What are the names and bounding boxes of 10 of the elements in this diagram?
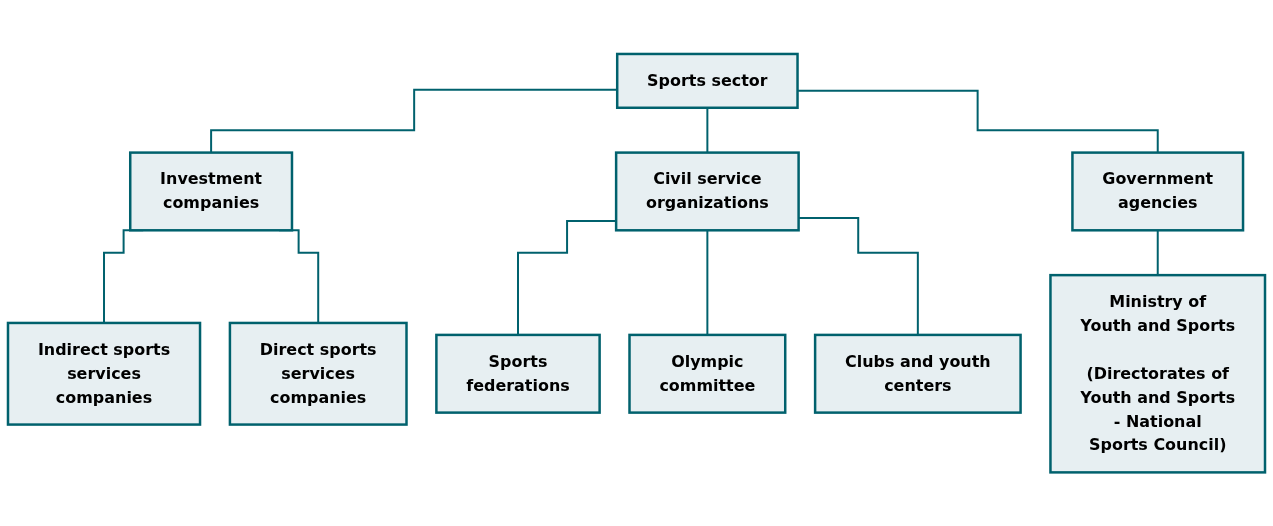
node-box: Sports federations <box>435 333 601 414</box>
node-box: Investment companies <box>129 151 294 232</box>
node-box: Civil service organizations <box>614 151 800 232</box>
node-box: Olympic committee <box>628 333 787 414</box>
node-box: Indirect sports services companies <box>6 321 202 426</box>
node-box: Government agencies <box>1071 151 1245 232</box>
node-box: Ministry of Youth and Sports (Directorates of Youth and Sports - National Sports Council) <box>1049 273 1267 474</box>
node-box: Sports sector <box>615 52 799 109</box>
node-box: Clubs and youth centers <box>813 333 1022 414</box>
node-box: Direct sports services companies <box>228 321 408 426</box>
